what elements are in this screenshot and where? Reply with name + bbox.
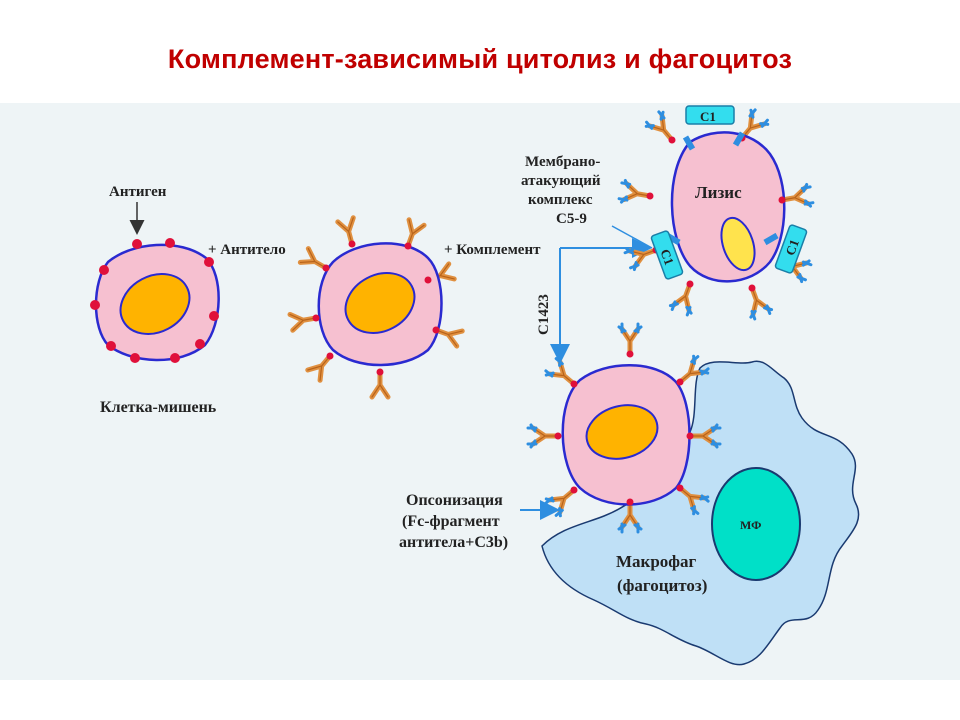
svg-text:(Fc-фрагмент: (Fc-фрагмент	[402, 513, 500, 530]
c1-right-label: C1	[782, 237, 802, 257]
antigen-label: Антиген	[109, 184, 167, 200]
svg-text:Опсонизация: Опсонизация	[406, 492, 503, 509]
svg-text:антитела+С3b): антитела+С3b)	[399, 534, 508, 551]
mf-label: МФ	[740, 518, 761, 532]
target-cell-label: Клетка-мишень	[100, 399, 217, 416]
c1-box-left	[650, 230, 684, 280]
svg-text:комплекс: комплекс	[528, 192, 593, 208]
c1423-label: C1423	[536, 294, 552, 335]
complement-label: + Комплемент	[444, 242, 541, 258]
mac-pointer-line	[611, 225, 653, 249]
antibody-coated-cell	[290, 218, 462, 397]
c1-left-label: C1	[657, 247, 677, 267]
macrophage-nucleus	[711, 467, 801, 581]
target-cell	[90, 238, 220, 363]
c1-box-right	[774, 224, 808, 274]
lysis-label: Лизис	[695, 183, 742, 202]
opsonized-cell	[528, 324, 720, 532]
antigen-markers	[90, 238, 219, 363]
macrophage	[541, 360, 860, 666]
macrophage-label-line2: (фагоцитоз)	[617, 576, 707, 595]
opsonization-label: Опсонизация (Fc-фрагмент антитела+С3b)	[399, 492, 508, 551]
c1-top-label: C1	[700, 109, 716, 124]
svg-text:атакующий: атакующий	[521, 173, 601, 189]
svg-text:С5-9: С5-9	[556, 211, 587, 227]
page-title: Комплемент-зависимый цитолиз и фагоцитоз	[167, 44, 793, 74]
antibody-label: + Антитело	[208, 242, 286, 258]
svg-text:Мембрано-: Мембрано-	[525, 154, 600, 170]
macrophage-label-line1: Макрофаг	[616, 552, 697, 571]
lysis-cell	[619, 105, 814, 320]
c1-box-top	[685, 105, 735, 125]
mac-label: Мембрано- атакующий комплекс С5-9	[521, 154, 601, 227]
